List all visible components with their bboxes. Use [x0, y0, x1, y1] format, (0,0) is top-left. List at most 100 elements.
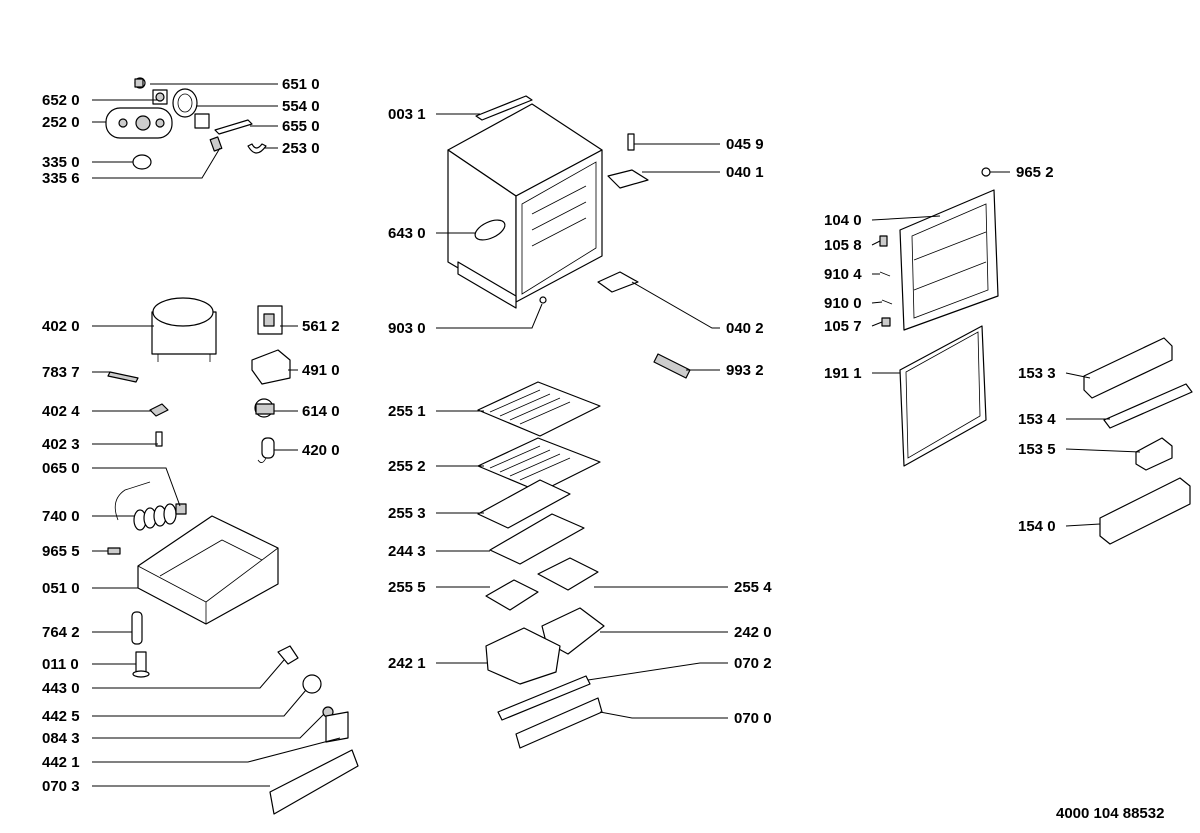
strip-070-2 [497, 675, 591, 721]
door-bin-153-5 [1135, 437, 1173, 471]
label-443-0: 443 0 [42, 680, 80, 697]
label-442-1: 442 1 [42, 754, 80, 771]
part-335-0-drawing [132, 154, 152, 170]
shelf-244-3 [489, 513, 585, 565]
label-255-4: 255 4 [734, 579, 772, 596]
label-614-0: 614 0 [302, 403, 340, 420]
part-105-8-drawing [879, 235, 888, 247]
part-491-drawing [251, 349, 291, 385]
label-910-0: 910 0 [824, 295, 862, 312]
label-104-0: 104 0 [824, 212, 862, 229]
part-402-4-drawing [149, 403, 169, 417]
part-105-7-drawing [881, 317, 891, 327]
leader-lines [92, 83, 1141, 787]
part-420-drawing [257, 437, 275, 463]
part-993-drawing [653, 353, 691, 379]
label-070-3: 070 3 [42, 778, 80, 795]
part-910-0-drawing [881, 299, 893, 305]
door-bin-154-0 [1099, 477, 1191, 545]
label-255-2: 255 2 [388, 458, 426, 475]
label-154-0: 154 0 [1018, 518, 1056, 535]
part-442-1-drawing [325, 711, 349, 743]
part-910-4-drawing [879, 271, 891, 277]
part-561-drawing [257, 305, 283, 335]
label-402-3: 402 3 [42, 436, 80, 453]
label-554-0: 554 0 [282, 98, 320, 115]
label-003-1: 003 1 [388, 106, 426, 123]
label-655-0: 655 0 [282, 118, 320, 135]
label-045-9: 045 9 [726, 136, 764, 153]
label-011-0: 011 0 [42, 656, 79, 673]
part-652-drawing [152, 89, 168, 105]
condenser-coil-drawing [114, 481, 187, 531]
label-903-0: 903 0 [388, 320, 426, 337]
part-402-3-drawing [155, 431, 163, 447]
document-number: 4000 104 88532 [1056, 805, 1164, 822]
label-491-0: 491 0 [302, 362, 340, 379]
label-105-8: 105 8 [824, 237, 862, 254]
part-443-drawing [277, 645, 299, 665]
label-252-0: 252 0 [42, 114, 80, 131]
cabinet-drawing [447, 103, 603, 309]
label-561-2: 561 2 [302, 318, 340, 335]
part-965-5-drawing [107, 547, 121, 555]
top-strip-drawing [475, 95, 533, 121]
label-153-3: 153 3 [1018, 365, 1056, 382]
shelf-255-3 [477, 479, 571, 529]
part-070-3-drawing [269, 749, 359, 815]
label-740-0: 740 0 [42, 508, 80, 525]
drawer-255-5 [485, 579, 539, 611]
part-651-drawing [134, 77, 146, 89]
label-442-5: 442 5 [42, 708, 80, 725]
part-253-drawing [247, 143, 267, 154]
label-070-0: 070 0 [734, 710, 772, 727]
part-335-6-drawing [209, 136, 223, 152]
shelves-and-drawers [477, 381, 605, 749]
part-011-drawing [132, 651, 150, 678]
label-253-0: 253 0 [282, 140, 320, 157]
label-153-4: 153 4 [1018, 411, 1056, 428]
drawer-255-4 [537, 557, 599, 591]
label-965-2: 965 2 [1016, 164, 1054, 181]
part-614-drawing [254, 398, 275, 418]
base-assembly-parts [107, 481, 359, 815]
compressor-accessory-parts [105, 77, 267, 170]
part-block [194, 113, 210, 129]
label-651-0: 651 0 [282, 76, 320, 93]
label-643-0: 643 0 [388, 225, 426, 242]
label-764-2: 764 2 [42, 624, 80, 641]
label-051-0: 051 0 [42, 580, 80, 597]
label-420-0: 420 0 [302, 442, 340, 459]
label-242-0: 242 0 [734, 624, 772, 641]
door-drawing [899, 189, 999, 331]
label-065-0: 065 0 [42, 460, 80, 477]
label-965-5: 965 5 [42, 543, 80, 560]
part-764-drawing [131, 611, 143, 645]
label-255-1: 255 1 [388, 403, 426, 420]
part-045-drawing [627, 133, 635, 151]
label-335-6: 335 6 [42, 170, 80, 187]
shelf-255-1 [477, 381, 601, 437]
compressor-drawing [151, 297, 217, 362]
label-084-3: 084 3 [42, 730, 80, 747]
label-402-4: 402 4 [42, 403, 80, 420]
label-255-3: 255 3 [388, 505, 426, 522]
label-242-1: 242 1 [388, 655, 426, 672]
label-783-7: 783 7 [42, 364, 80, 381]
hinge-bottom-drawing [597, 271, 639, 293]
label-153-5: 153 5 [1018, 441, 1056, 458]
part-labels: 651 0 652 0 554 0 252 0 655 0 253 0 335 … [42, 76, 1164, 822]
part-903-drawing [539, 296, 547, 304]
part-655-drawing [214, 119, 253, 135]
label-993-2: 993 2 [726, 362, 764, 379]
door-bin-153-4 [1103, 383, 1193, 429]
label-255-5: 255 5 [388, 579, 426, 596]
label-244-3: 244 3 [388, 543, 426, 560]
door-parts [879, 167, 1193, 545]
label-105-7: 105 7 [824, 318, 862, 335]
part-965-2-drawing [981, 167, 991, 177]
part-252-drawing [105, 107, 173, 139]
label-070-2: 070 2 [734, 655, 772, 672]
label-335-0: 335 0 [42, 154, 80, 171]
